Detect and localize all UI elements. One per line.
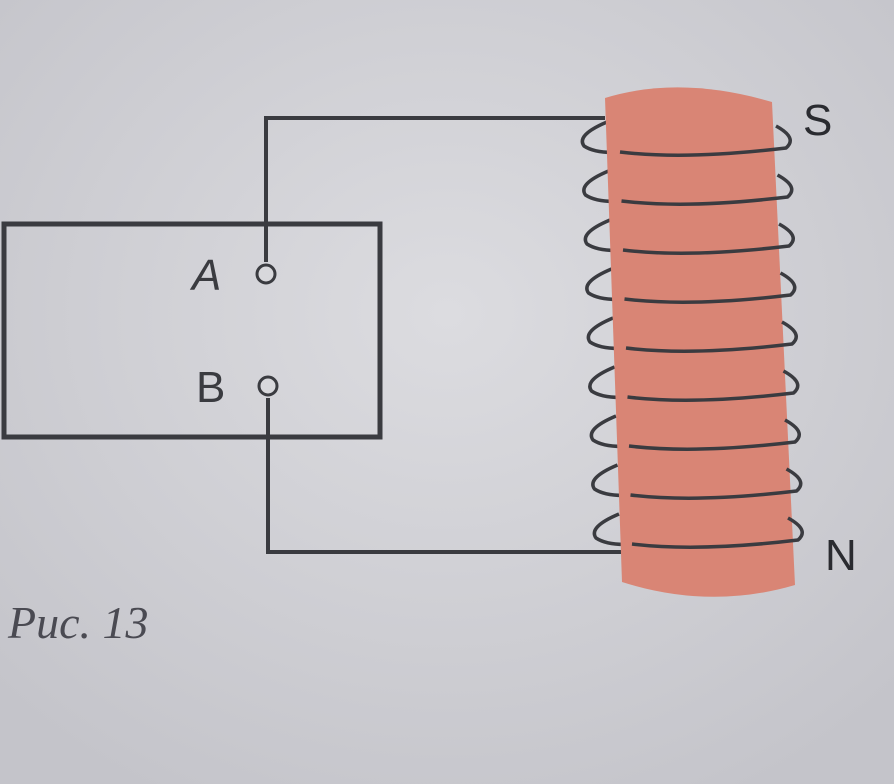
coil-turn-front bbox=[624, 271, 797, 304]
coil-turn-front bbox=[625, 320, 798, 353]
iron-core bbox=[605, 87, 795, 597]
power-source-box bbox=[1, 221, 383, 440]
coil-turn-back bbox=[592, 512, 635, 547]
wire-b bbox=[266, 398, 630, 554]
wire-a bbox=[264, 116, 605, 262]
figure-caption: Рис. 13 bbox=[7, 597, 149, 648]
label-b: B bbox=[196, 363, 225, 412]
label-s: S bbox=[803, 96, 832, 145]
terminal-b bbox=[257, 375, 279, 397]
coil-turn-front bbox=[621, 173, 794, 206]
coil-turn-front bbox=[630, 467, 803, 500]
label-n: N bbox=[825, 531, 857, 580]
terminal-a bbox=[255, 263, 277, 285]
coil-turn-back bbox=[589, 414, 632, 449]
coil-front bbox=[619, 124, 804, 549]
coil-turn-front bbox=[619, 124, 792, 157]
coil-turn-front bbox=[627, 369, 800, 402]
coil-turn-front bbox=[622, 222, 795, 255]
label-a: A bbox=[189, 251, 221, 300]
coil-turn-front bbox=[628, 418, 801, 451]
coil-turn-back bbox=[591, 463, 633, 498]
coil-turn-front bbox=[631, 516, 804, 549]
